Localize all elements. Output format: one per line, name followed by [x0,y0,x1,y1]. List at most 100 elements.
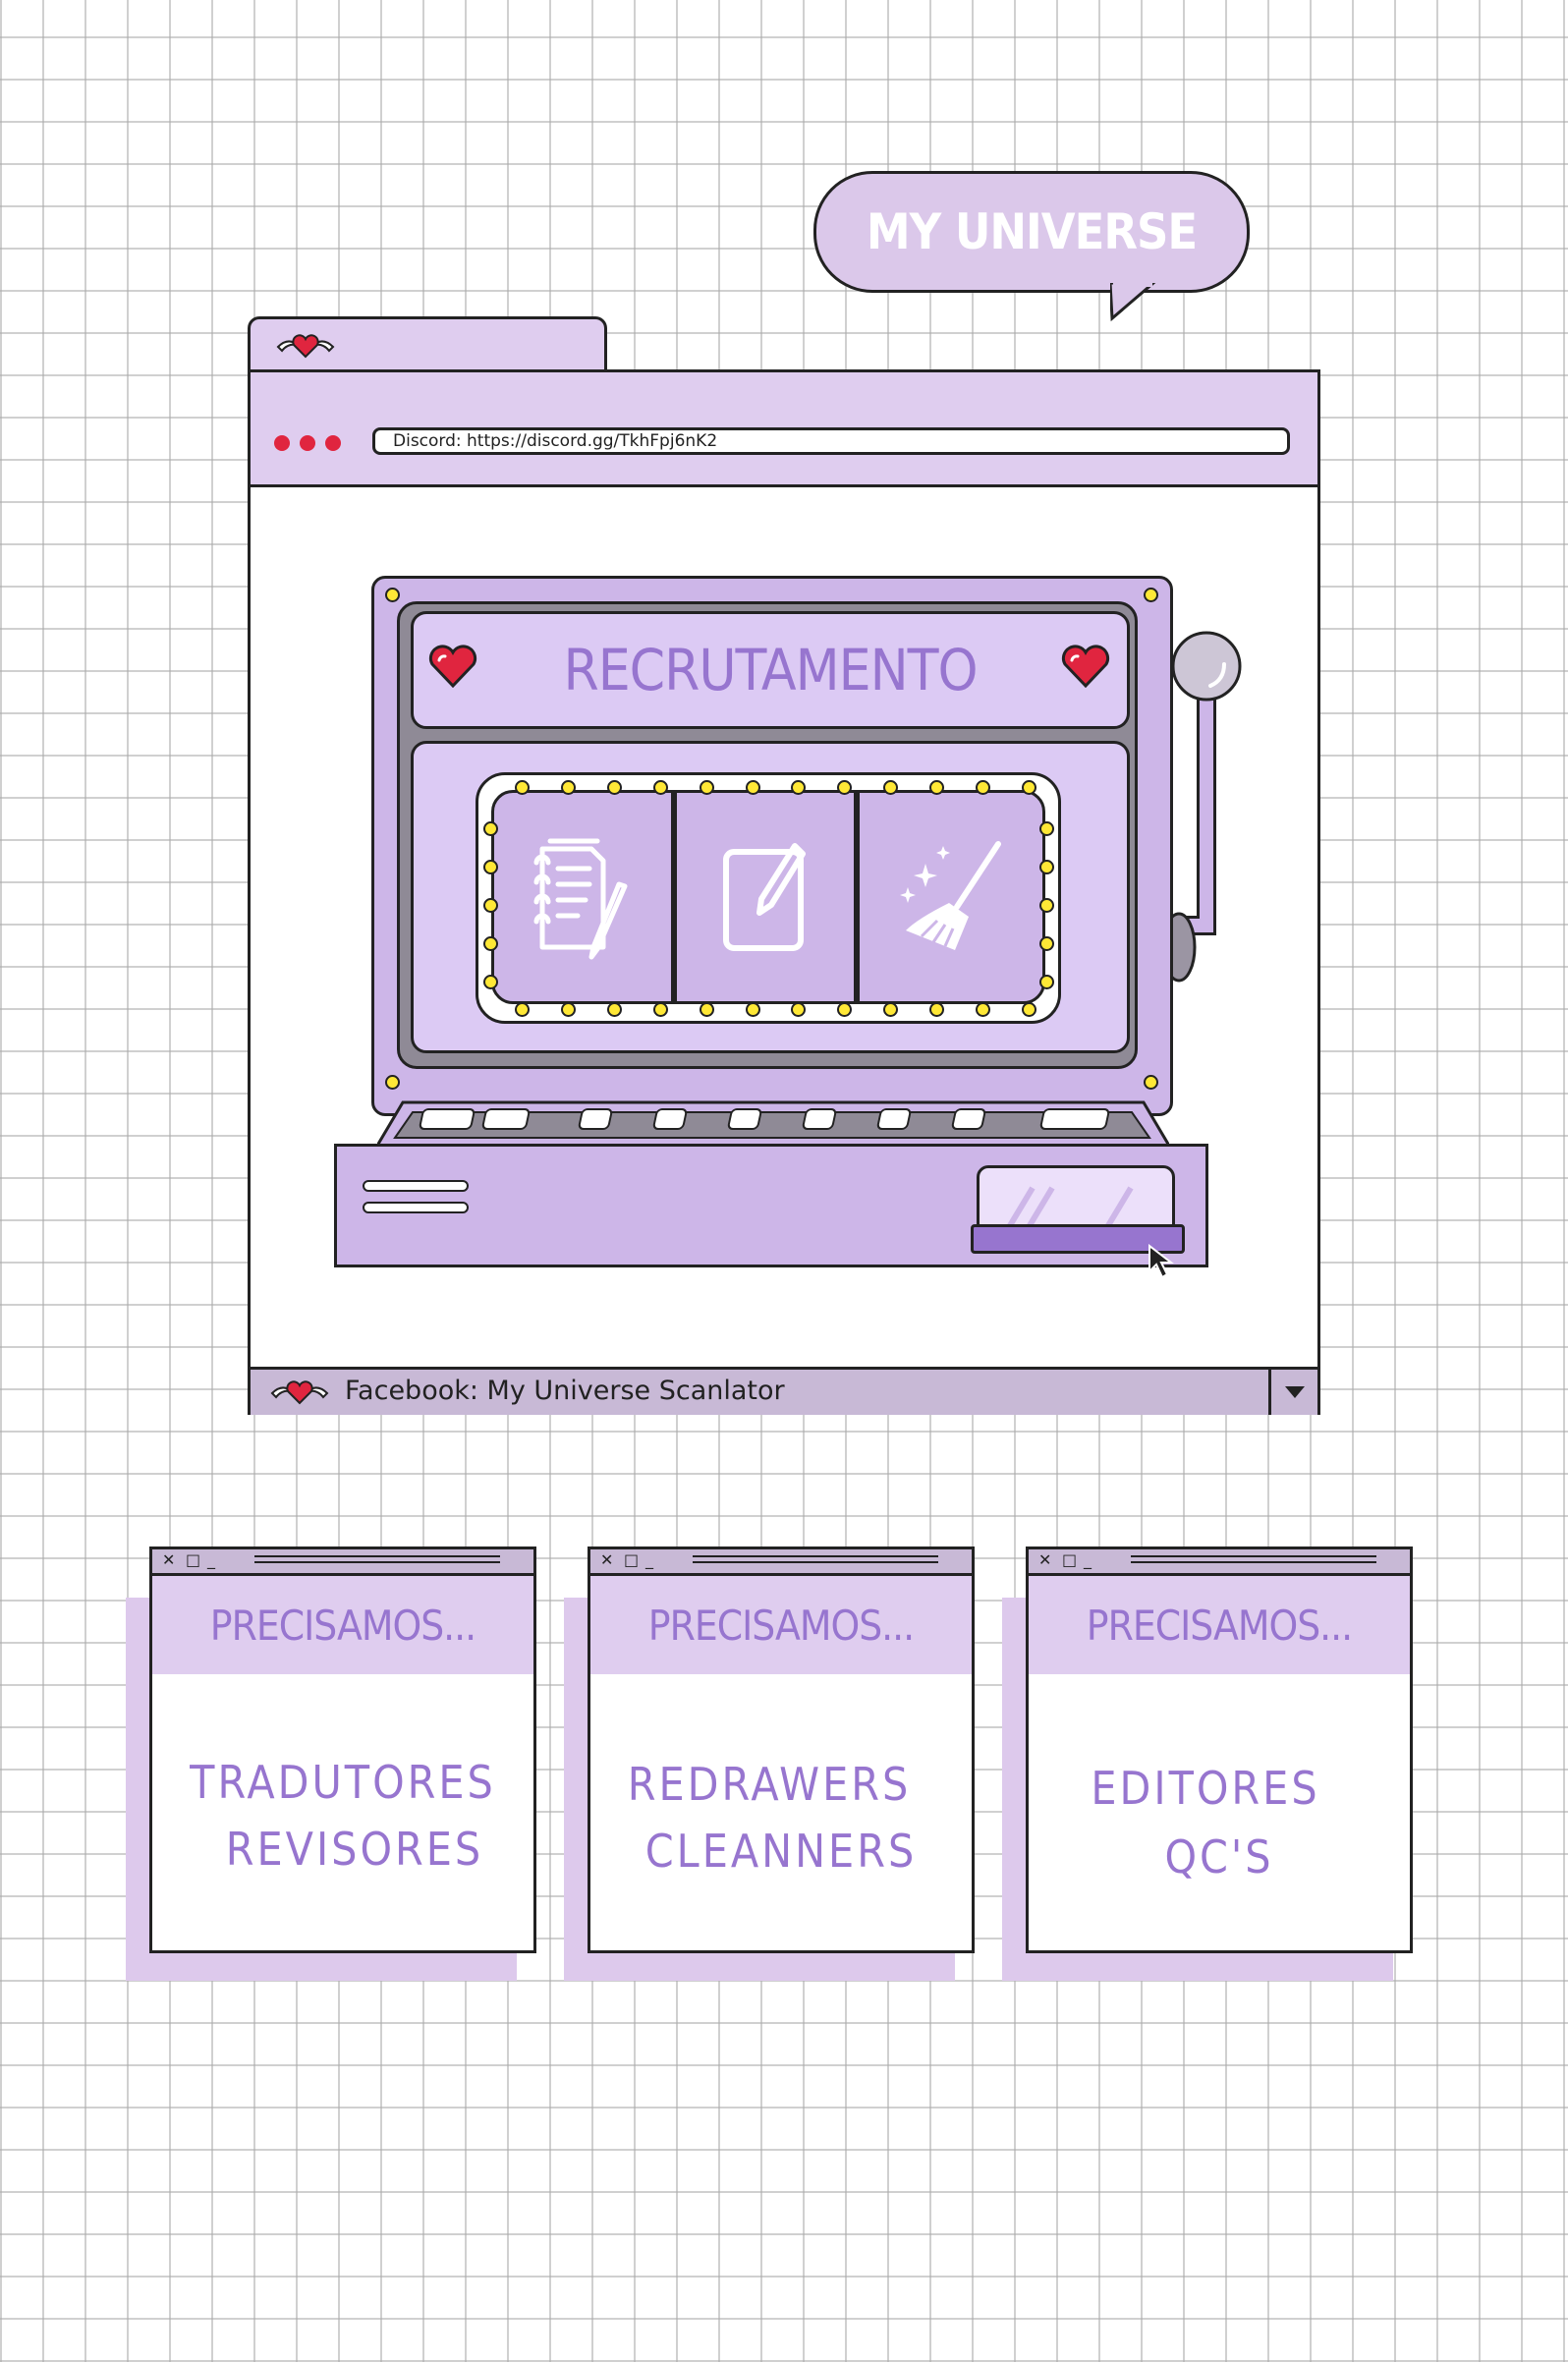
marquee-bulb [883,1002,899,1017]
reel-3 [857,790,1045,1004]
marquee-bulb [1039,860,1054,874]
marquee-bulb [883,780,899,795]
marquee-bulb [837,780,853,795]
minimize-icon[interactable]: _ [645,1550,653,1569]
marquee-bulb [652,1002,668,1017]
role-card-2: ✕ □ _ PRECISAMOS... REDRAWERS CLEANNERS [588,1547,975,1953]
console-button[interactable] [651,1108,689,1130]
console-button[interactable] [577,1108,614,1130]
marquee-bulb [1022,780,1036,795]
window-controls[interactable] [274,435,341,451]
maximize-icon[interactable]: □ [624,1550,640,1569]
reel-2 [674,790,857,1004]
marquee-bulb [976,780,991,795]
card-line-2: CLEANNERS [644,1825,918,1878]
minimize-icon[interactable]: _ [207,1550,215,1569]
glass-shine [1006,1186,1134,1229]
card-line-1: REDRAWERS [627,1758,912,1811]
console-button[interactable] [1038,1108,1111,1130]
corner-bulb [1144,588,1158,602]
console-button[interactable] [726,1108,763,1130]
card-heading-band: PRECISAMOS... [590,1576,972,1674]
window-tab [248,316,607,378]
card-line-1: EDITORES [1091,1762,1320,1815]
marquee-bulb [1022,1002,1036,1017]
reel-1 [491,790,674,1004]
card-line-2: REVISORES [225,1823,484,1876]
bubble-title: MY UNIVERSE [866,203,1198,260]
marquee-bulb [699,1002,714,1017]
role-card-3: ✕ □ _ PRECISAMOS... EDITORES QC'S [1026,1547,1413,1953]
card-heading: PRECISAMOS... [209,1601,476,1650]
marquee-bulb [745,1002,760,1017]
console-button[interactable] [801,1108,838,1130]
vent-slot [363,1180,469,1192]
control-dot[interactable] [300,435,315,451]
winged-heart-icon [276,334,335,359]
document-pen-icon [533,838,628,960]
titlebar-grip [1131,1555,1376,1563]
marquee-bulb [791,1002,807,1017]
marquee-bulb [791,780,807,795]
card-heading: PRECISAMOS... [1086,1601,1353,1650]
speech-bubble: MY UNIVERSE [813,171,1250,293]
card-titlebar: ✕ □ _ [590,1549,972,1576]
browser-toolbar: Discord: https://discord.gg/TkhFpj6nK2 [251,372,1317,487]
marquee-bulb [606,1002,622,1017]
console-button[interactable] [875,1108,913,1130]
marquee-bulb [1039,975,1054,989]
address-text: Discord: https://discord.gg/TkhFpj6nK2 [393,431,718,451]
console-button[interactable] [950,1108,987,1130]
card-line-2: QC'S [1164,1830,1274,1884]
close-icon[interactable]: ✕ [1038,1550,1052,1569]
edit-square-icon [723,843,806,951]
marquee-bulb [483,821,498,836]
card-titlebar: ✕ □ _ [152,1549,533,1576]
maximize-icon[interactable]: □ [186,1550,201,1569]
card-titlebar: ✕ □ _ [1029,1549,1410,1576]
corner-bulb [1144,1075,1158,1090]
titlebar-grip [254,1555,500,1563]
marquee-bulb [745,780,760,795]
card-heading-band: PRECISAMOS... [152,1576,533,1674]
control-dot[interactable] [274,435,290,451]
marquee-bulb [837,1002,853,1017]
marquee-bulb [560,1002,576,1017]
marquee-bulb [483,975,498,989]
marquee-bulb [483,860,498,874]
minimize-icon[interactable]: _ [1084,1550,1092,1569]
marquee-bulb [1039,936,1054,951]
marquee-bulb [515,1002,530,1017]
marquee-bulb [976,1002,991,1017]
marquee-bulb [606,780,622,795]
status-text: Facebook: My Universe Scanlator [345,1376,785,1406]
marquee-bulb [483,936,498,951]
chevron-down-icon [1284,1386,1305,1398]
marquee-bulb [929,1002,945,1017]
status-bar: Facebook: My Universe Scanlator [251,1367,1317,1415]
close-icon[interactable]: ✕ [162,1550,176,1569]
maximize-icon[interactable]: □ [1062,1550,1078,1569]
card-heading: PRECISAMOS... [647,1601,915,1650]
vent-slot [363,1202,469,1213]
winged-heart-icon [270,1380,329,1405]
slot-title: RECRUTAMENTO [563,637,978,703]
speech-bubble-tail [1110,283,1156,322]
console-button[interactable] [418,1108,476,1130]
console-button[interactable] [480,1108,532,1130]
corner-bulb [385,588,400,602]
marquee-bulb [560,780,576,795]
address-bar[interactable]: Discord: https://discord.gg/TkhFpj6nK2 [372,427,1290,455]
slot-title-panel: RECRUTAMENTO [411,611,1130,729]
titlebar-grip [693,1555,938,1563]
marquee-bulb [652,780,668,795]
close-icon[interactable]: ✕ [600,1550,614,1569]
dropdown-button[interactable] [1268,1370,1317,1415]
corner-bulb [385,1075,400,1090]
sparkle-broom-icon [900,841,1001,950]
marquee-bulb [699,780,714,795]
heart-icon [428,645,477,688]
slot-lever[interactable] [1159,631,1297,994]
heart-icon [1061,645,1110,688]
control-dot[interactable] [325,435,341,451]
